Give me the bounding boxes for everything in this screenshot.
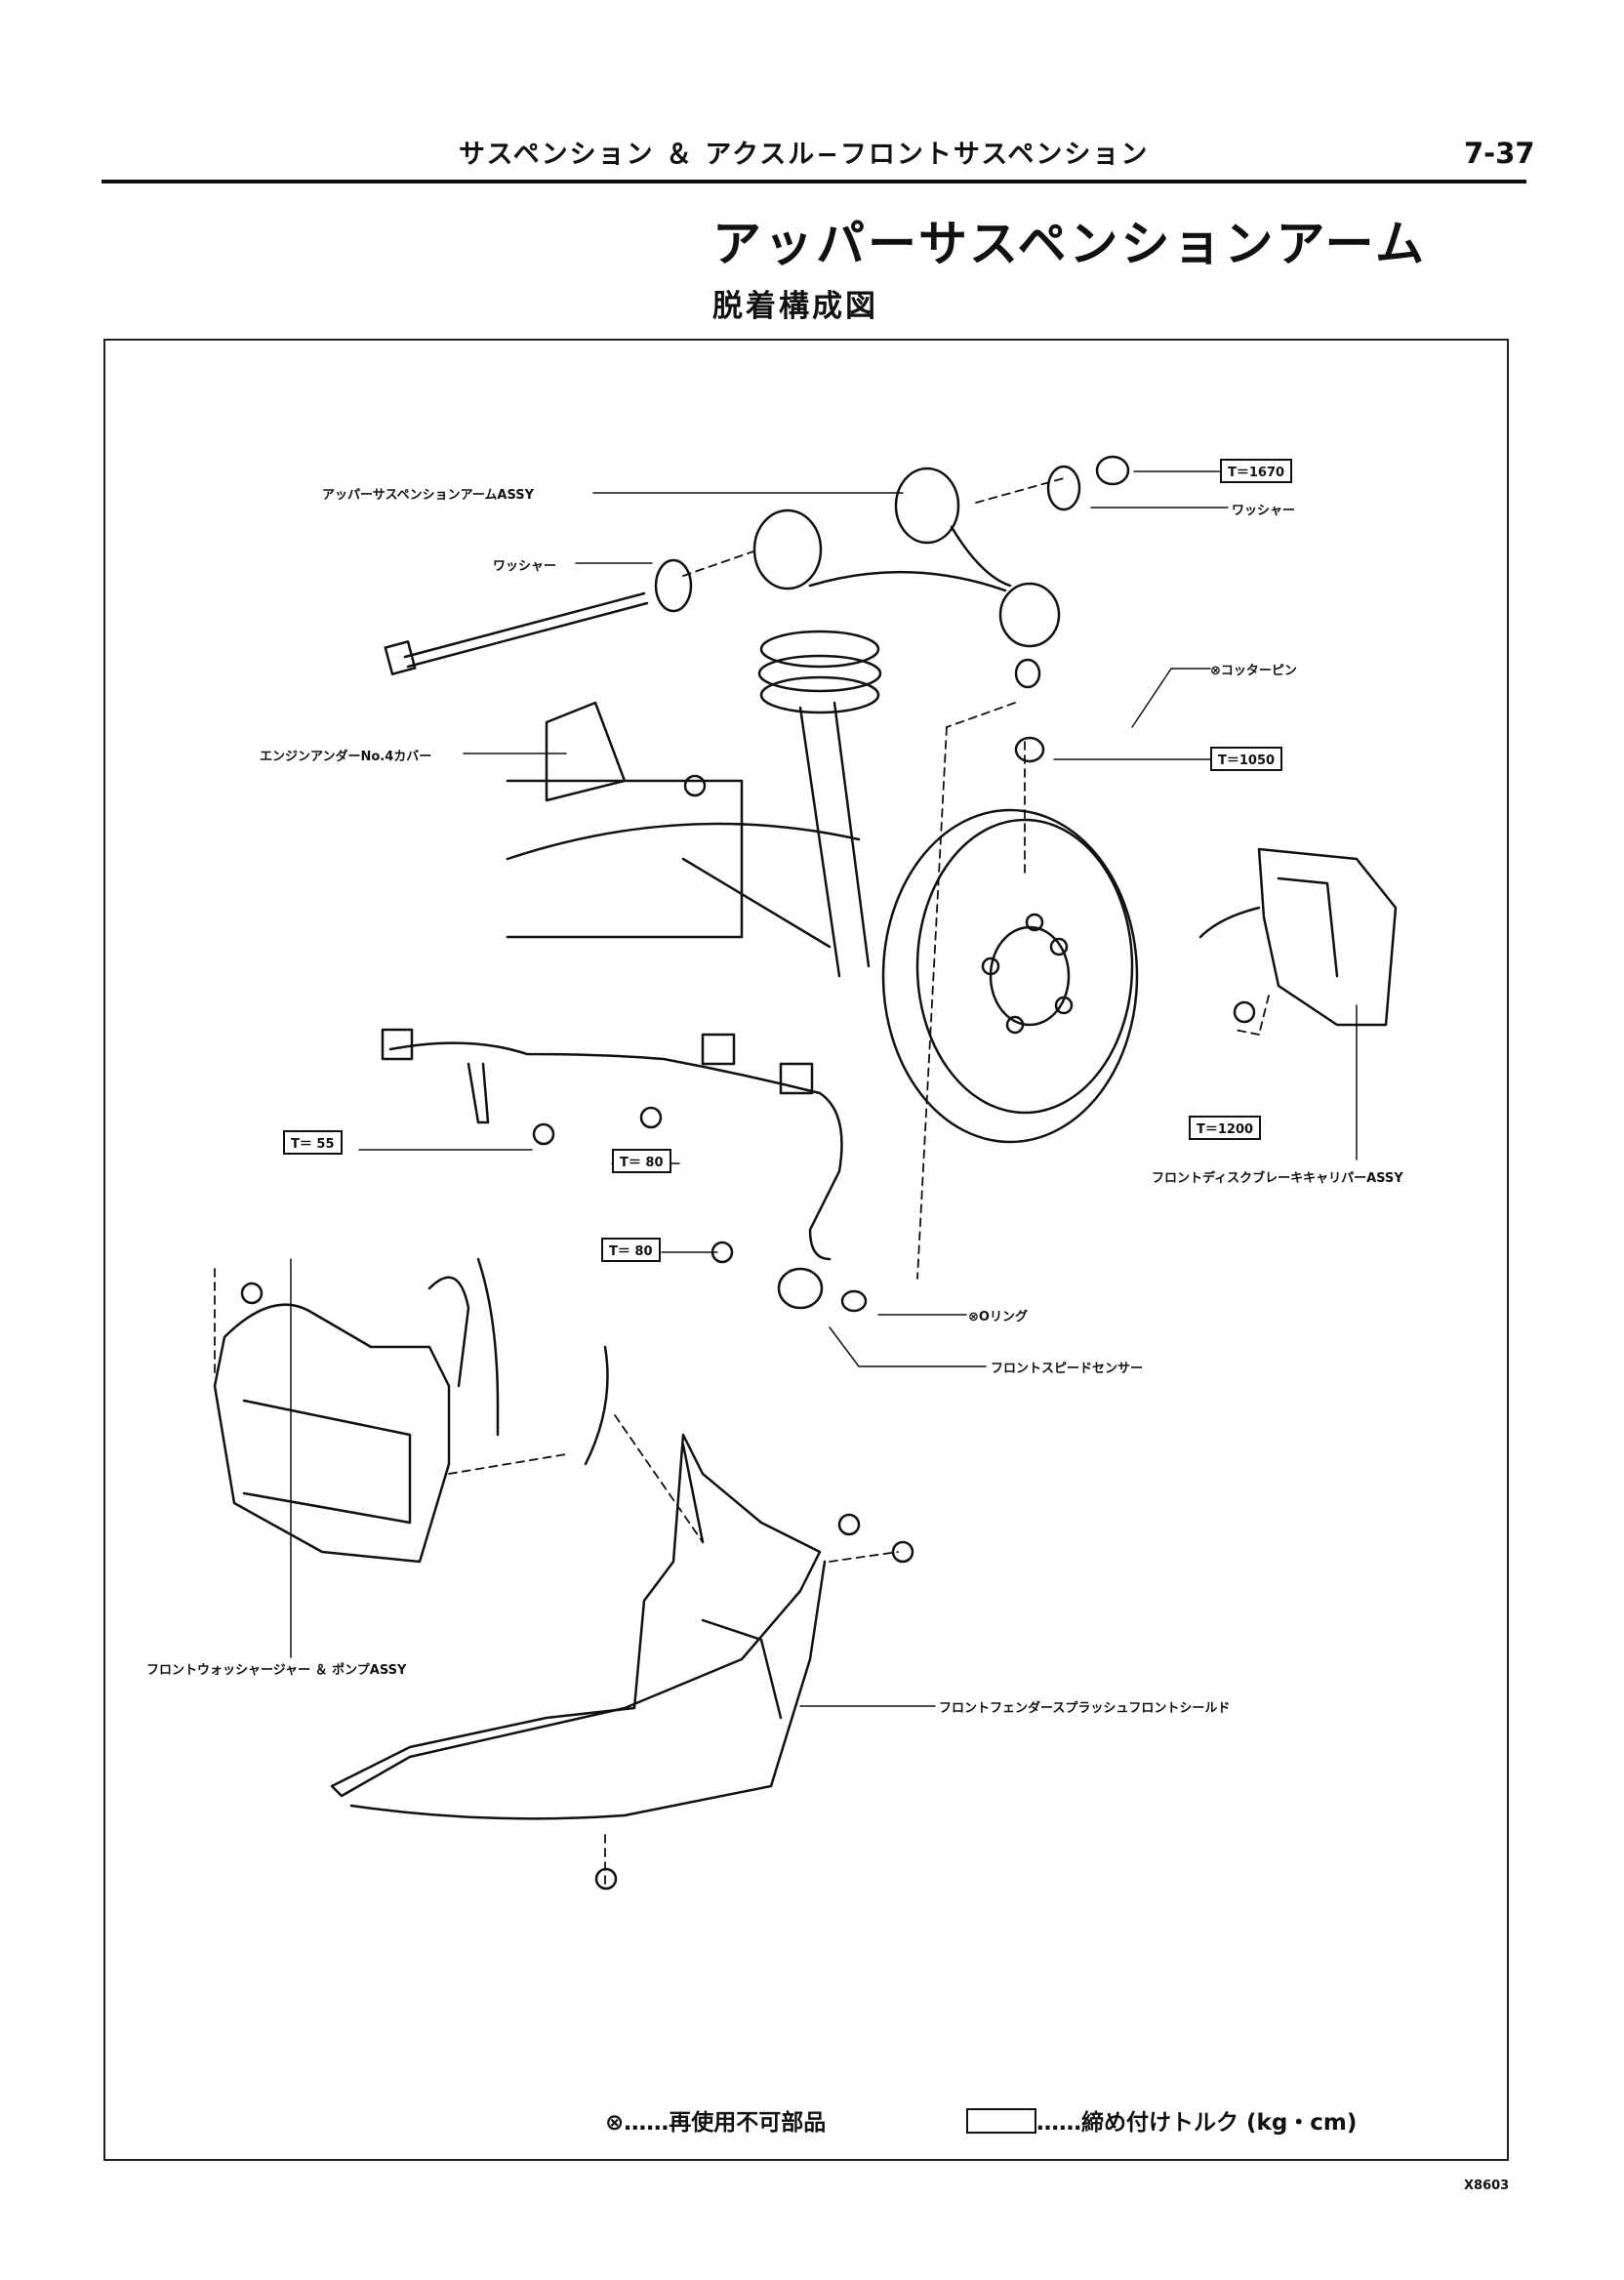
chapter-title: サスペンション ＆ アクスル−フロントサスペンション <box>459 140 1150 170</box>
torque-1670: T＝1670 <box>1220 459 1293 483</box>
label-splash-shield: フロントフェンダースプラッシュフロントシールド <box>939 1701 1231 1716</box>
washer-jar-shape <box>213 1257 609 1564</box>
label-upper-arm-assy: アッパーサスペンションアームASSY <box>322 488 535 503</box>
torque-1050: T＝1050 <box>1210 747 1283 771</box>
section-title: アッパーサスペンションアーム <box>712 215 1427 272</box>
label-washer-pump-assy: フロントウォッシャージャー ＆ ポンプASSY <box>146 1663 407 1678</box>
non-reusable-icon: ⊗ <box>968 1310 979 1324</box>
label-caliper-assy: フロントディスクブレーキキャリパーASSY <box>1152 1171 1403 1186</box>
upper-arm-shape <box>654 455 1130 763</box>
caliper-shape <box>1198 847 1398 1027</box>
label-o-ring: ⊗Oリング <box>968 1310 1028 1324</box>
label-speed-sensor: フロントスピードセンサー <box>991 1362 1144 1376</box>
torque-55: T＝ 55 <box>283 1130 343 1155</box>
torque-box-icon <box>966 2108 1036 2134</box>
label-engine-under-cover: エンジンアンダーNo.4カバー <box>260 750 432 764</box>
figure-code: X8603 <box>1464 2178 1510 2193</box>
torque-1200: T＝1200 <box>1189 1116 1262 1140</box>
non-reusable-icon: ⊗ <box>605 2110 625 2136</box>
label-cotter-pin: ⊗コッターピン <box>1210 664 1297 678</box>
subframe-shape <box>506 701 861 949</box>
label-washer-right: ワッシャー <box>1232 504 1296 518</box>
label-washer-left: ワッシャー <box>493 559 557 574</box>
torque-80-a: T＝ 80 <box>612 1149 671 1173</box>
splash-shield-shape <box>330 1433 827 1820</box>
page-number: 7-37 <box>1464 137 1535 170</box>
header-rule <box>102 180 1526 183</box>
small-bolts <box>240 774 1256 1891</box>
section-subtitle: 脱着構成図 <box>712 289 878 324</box>
legend-non-reusable: ⊗……再使用不可部品 <box>605 2110 827 2136</box>
coil-spring-shape <box>757 630 882 978</box>
figure-frame <box>103 339 1509 2161</box>
non-reusable-icon: ⊗ <box>1210 664 1221 678</box>
legend-torque: ……締め付けトルク (kg・cm) <box>966 2103 1357 2137</box>
brake-rotor-shape <box>881 808 1139 1144</box>
torque-80-b: T＝ 80 <box>601 1238 661 1262</box>
sensor-harness-shape <box>381 1028 868 1313</box>
long-bolt-shape <box>384 591 649 675</box>
